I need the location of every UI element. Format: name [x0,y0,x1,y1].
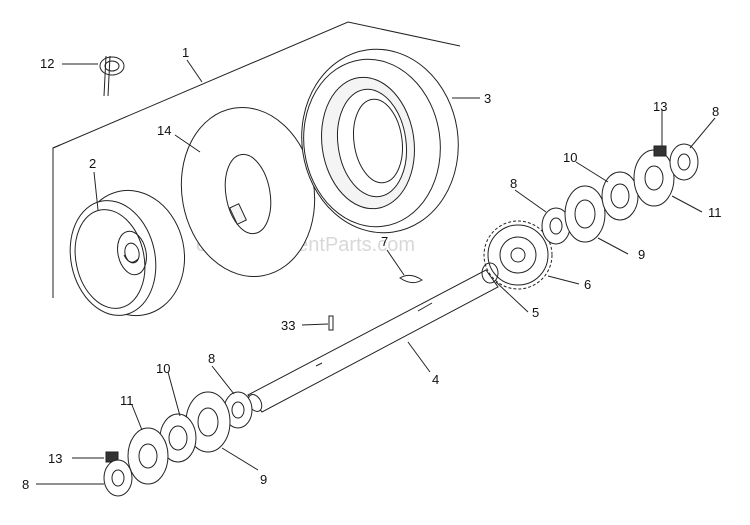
callout-13-left: 13 [48,451,62,466]
callout-6: 6 [584,277,591,292]
callout-12: 12 [40,56,54,71]
callout-7: 7 [381,234,388,249]
callout-11-right: 11 [708,205,722,220]
callout-8-mid-left: 8 [208,351,215,366]
callout-3: 3 [484,91,491,106]
callout-2: 2 [89,156,96,171]
retaining-ring-part [481,262,499,284]
woodruff-key-part [399,274,423,284]
hitch-pin-part [99,55,125,97]
callout-13-right: 13 [653,99,667,114]
callout-5: 5 [532,305,539,320]
callout-9-right: 9 [638,247,645,262]
roll-pin-part [328,315,334,331]
callout-8-mid-right: 8 [510,176,517,191]
callout-8-top-right: 8 [712,104,719,119]
callout-4: 4 [432,372,439,387]
callout-10-left: 10 [156,361,170,376]
callout-11-left: 11 [120,393,134,408]
callout-14: 14 [157,123,171,138]
wheel-rim-part [69,189,186,317]
left-hub-parts [103,391,253,497]
callout-8-bottom-left: 8 [22,477,29,492]
leader-lines [36,59,716,485]
drive-gear-part [483,220,553,290]
callout-labels: 1 2 3 4 5 6 7 8 8 8 8 9 9 10 10 11 11 12… [22,45,722,492]
callout-33: 33 [281,318,295,333]
tire-part [301,48,459,234]
callout-1: 1 [182,45,189,60]
assembly-bracket [52,21,461,298]
axle-shaft-part [247,269,499,413]
right-hub-parts [541,143,699,245]
callout-10-right: 10 [563,150,577,165]
callout-9-left: 9 [260,472,267,487]
